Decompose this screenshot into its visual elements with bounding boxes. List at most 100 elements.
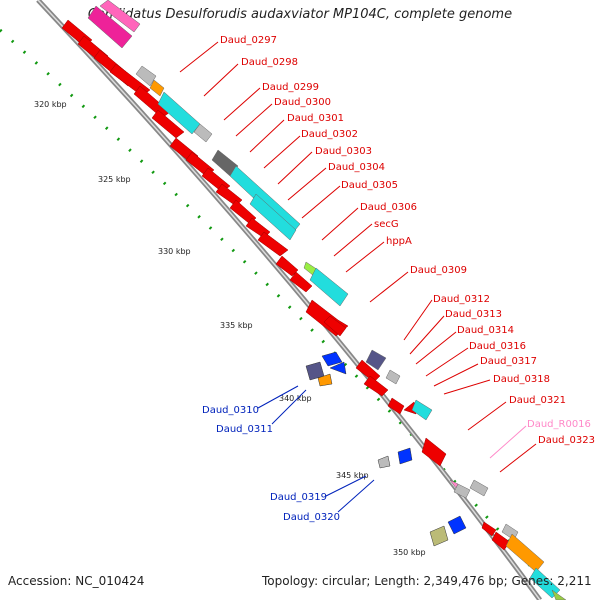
gene-label[interactable]: Daud_0314 bbox=[457, 325, 514, 336]
cds-arrow bbox=[421, 437, 447, 467]
gene-label[interactable]: Daud_0318 bbox=[493, 374, 550, 385]
leader-line bbox=[301, 185, 341, 219]
cyan-feature bbox=[309, 267, 349, 307]
gray-feature bbox=[385, 369, 401, 385]
leader-line bbox=[325, 475, 367, 497]
olive-feature bbox=[429, 525, 449, 547]
gene-label[interactable]: hppA bbox=[386, 236, 412, 247]
leader-line bbox=[443, 379, 491, 395]
gene-label-reverse[interactable]: Daud_0310 bbox=[202, 405, 259, 416]
cds-arrow bbox=[323, 315, 347, 337]
forward-leaders bbox=[179, 41, 537, 473]
leader-line-rna bbox=[489, 425, 527, 459]
gene-label[interactable]: Daud_0321 bbox=[509, 395, 566, 406]
cds-arrow bbox=[387, 397, 405, 415]
reverse-cds-arrow bbox=[397, 447, 413, 465]
gene-label[interactable]: secG bbox=[374, 219, 399, 230]
reverse-cds-arrow bbox=[447, 515, 467, 535]
gene-label-reverse[interactable]: Daud_0311 bbox=[216, 424, 273, 435]
gene-label[interactable]: Daud_0302 bbox=[301, 129, 358, 140]
genome-backbone-highlight bbox=[37, 0, 541, 600]
leader-line bbox=[257, 385, 299, 409]
gene-label[interactable]: Daud_0300 bbox=[274, 97, 331, 108]
gene-label-rna[interactable]: Daud_R0016 bbox=[527, 419, 591, 430]
gray-feature bbox=[453, 483, 471, 499]
gene-label[interactable]: Daud_0313 bbox=[445, 309, 502, 320]
gray-feature bbox=[377, 455, 391, 469]
kbp-325: 325 kbp bbox=[98, 175, 131, 184]
cds-arrow bbox=[289, 271, 313, 293]
gene-label[interactable]: Daud_0299 bbox=[262, 82, 319, 93]
leader-line bbox=[271, 389, 307, 425]
leader-line bbox=[263, 135, 301, 169]
kbp-320: 320 kbp bbox=[34, 100, 67, 109]
slate-feature bbox=[365, 349, 387, 371]
leader-line bbox=[415, 331, 457, 365]
leader-line bbox=[403, 299, 433, 341]
gene-label[interactable]: Daud_0303 bbox=[315, 146, 372, 157]
orange-feature bbox=[149, 79, 165, 97]
forward-labels: Daud_0297 Daud_0298 Daud_0299 Daud_0300 … bbox=[220, 35, 595, 446]
cds-arrow bbox=[481, 521, 497, 537]
leader-line bbox=[287, 167, 327, 201]
outer-feature-track bbox=[87, 0, 567, 600]
cds-arrow bbox=[363, 375, 389, 397]
leader-line bbox=[345, 241, 385, 273]
gene-label[interactable]: Daud_0301 bbox=[287, 113, 344, 124]
leader-line bbox=[249, 119, 285, 153]
gene-label[interactable]: Daud_0309 bbox=[410, 265, 467, 276]
gene-label-reverse[interactable]: Daud_0319 bbox=[270, 492, 327, 503]
gene-label[interactable]: Daud_0297 bbox=[220, 35, 277, 46]
cds-arrow bbox=[491, 531, 511, 551]
leader-line bbox=[333, 223, 373, 257]
gene-label[interactable]: Daud_0306 bbox=[360, 202, 417, 213]
gene-label[interactable]: Daud_0312 bbox=[433, 294, 490, 305]
reverse-leaders bbox=[257, 385, 375, 513]
scale-track bbox=[0, 28, 562, 600]
leader-line bbox=[321, 207, 359, 241]
gray-feature bbox=[469, 479, 489, 497]
leader-line bbox=[235, 103, 273, 137]
leader-line bbox=[337, 479, 375, 513]
cds-arrow bbox=[257, 231, 289, 257]
leader-line bbox=[179, 41, 219, 73]
kbp-345: 345 kbp bbox=[336, 471, 369, 480]
reverse-feature-track bbox=[305, 351, 467, 547]
accession-text: Accession: NC_010424 bbox=[8, 574, 145, 588]
magenta-cds-2 bbox=[99, 0, 141, 33]
gene-label-reverse[interactable]: Daud_0320 bbox=[283, 512, 340, 523]
leader-line bbox=[369, 271, 409, 303]
leader-line bbox=[409, 315, 445, 355]
gene-label[interactable]: Daud_0305 bbox=[341, 180, 398, 191]
leader-line bbox=[433, 363, 479, 387]
cds-arrow bbox=[275, 255, 299, 277]
gene-label[interactable]: Daud_0298 bbox=[241, 57, 298, 68]
orange-feature bbox=[505, 533, 545, 573]
reverse-cds-arrow bbox=[329, 361, 347, 375]
gene-label[interactable]: Daud_0304 bbox=[328, 162, 385, 173]
leader-line bbox=[425, 347, 469, 377]
inner-cds-track bbox=[61, 19, 511, 551]
green-feature bbox=[551, 589, 567, 600]
kbp-335: 335 kbp bbox=[220, 321, 253, 330]
cyan-feature bbox=[249, 193, 297, 241]
gray-feature bbox=[135, 65, 157, 87]
gene-label[interactable]: Daud_0317 bbox=[480, 356, 537, 367]
kbp-330: 330 kbp bbox=[158, 247, 191, 256]
reverse-labels: Daud_0310 Daud_0311 Daud_0319 Daud_0320 bbox=[202, 405, 340, 523]
leader-line bbox=[467, 401, 507, 431]
cyan-feature bbox=[157, 91, 201, 135]
cyan-feature bbox=[411, 399, 433, 421]
magenta-cds bbox=[87, 5, 133, 49]
leader-line bbox=[223, 87, 261, 121]
map-title: Candidatus Desulforudis audaxviator MP10… bbox=[88, 7, 512, 22]
gray-feature bbox=[193, 123, 213, 143]
kbp-350: 350 kbp bbox=[393, 548, 426, 557]
gene-label[interactable]: Daud_0316 bbox=[469, 341, 526, 352]
leader-line bbox=[499, 443, 537, 473]
topology-text: Topology: circular; Length: 2,349,476 bp… bbox=[262, 574, 592, 588]
gene-label[interactable]: Daud_0323 bbox=[538, 435, 595, 446]
leader-line bbox=[203, 63, 239, 97]
orange-feature bbox=[317, 373, 333, 387]
